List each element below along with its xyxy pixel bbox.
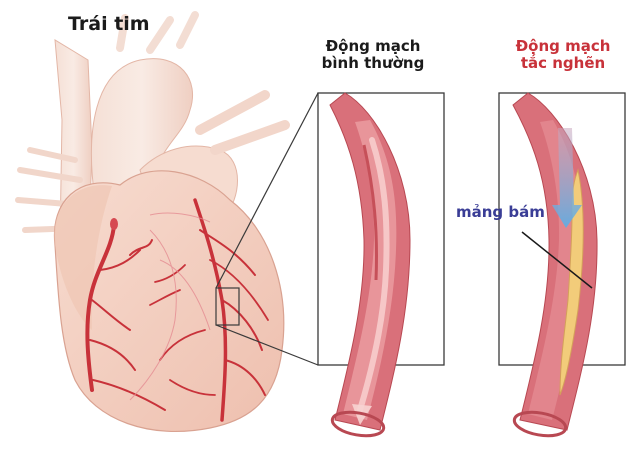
blocked-artery-label: Động mạch tắc nghẽn [500,37,626,73]
blocked-artery-panel [498,92,626,438]
plaque-leader-line [521,231,593,289]
heart-illustration [15,11,290,432]
coronary-arteries [85,198,269,422]
normal-artery-panel [317,92,445,438]
blocked-artery-label-line-1: Động mạch [515,37,611,55]
blood-flow-arrow [552,128,582,228]
diagram-title: Trái tim [68,13,150,35]
normal-artery-label-line-2: bình thường [321,54,425,73]
normal-artery-label: Động mạch bình thường [306,37,440,73]
normal-artery-label-line-1: Động mạch [325,37,421,55]
zoom-callout [215,92,319,366]
plaque-annotation: mảng bám [456,203,545,221]
zoom-source-box [215,287,240,326]
blocked-artery-label-line-2: tắc nghẽn [520,54,606,73]
